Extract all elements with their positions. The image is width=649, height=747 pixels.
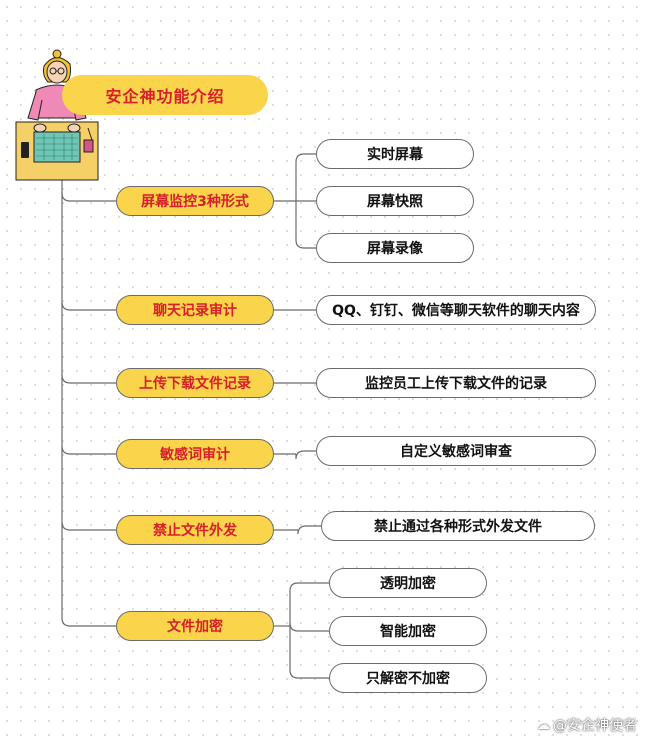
trunk-connector-3 xyxy=(61,445,116,455)
trunk-connector-4 xyxy=(61,521,116,531)
branch-block-file-outgoing[interactable]: 禁止文件外发 xyxy=(116,515,274,545)
chat-bubble-icon: ☁ xyxy=(537,717,550,733)
person-at-laptop-icon xyxy=(15,49,99,181)
leaf-decrypt-only[interactable]: 只解密不加密 xyxy=(329,663,487,693)
leaf-realtime-screen[interactable]: 实时屏幕 xyxy=(316,139,474,169)
leaf-connector-5-0 xyxy=(289,582,329,626)
leaf-connector-0-2 xyxy=(295,201,316,249)
leaf-screen-recording[interactable]: 屏幕录像 xyxy=(316,233,474,263)
leaf-custom-sensitive-words[interactable]: 自定义敏感词审查 xyxy=(316,436,596,466)
leaf-chat-content[interactable]: QQ、钉钉、微信等聊天软件的聊天内容 xyxy=(316,295,596,325)
branch-file-encryption[interactable]: 文件加密 xyxy=(116,611,274,641)
leaf-transfer-records[interactable]: 监控员工上传下载文件的记录 xyxy=(316,368,596,398)
trunk-connector-2 xyxy=(61,374,116,384)
branch-screen-monitoring[interactable]: 屏幕监控3种形式 xyxy=(116,186,274,216)
branch-file-transfer-log[interactable]: 上传下载文件记录 xyxy=(116,368,274,398)
trunk-connector-0 xyxy=(61,192,116,202)
branch-sensitive-word-audit[interactable]: 敏感词审计 xyxy=(116,439,274,469)
leaf-block-outgoing[interactable]: 禁止通过各种形式外发文件 xyxy=(321,511,595,541)
leaf-connector-5-1 xyxy=(289,622,329,632)
trunk-connector-1 xyxy=(61,301,116,311)
watermark-text: @安企神使者 xyxy=(553,718,637,734)
leaf-connector-0-0 xyxy=(295,153,316,201)
root-topic[interactable]: 安企神功能介绍 xyxy=(62,75,268,115)
leaf-connector-4-0 xyxy=(297,525,321,535)
branch-chat-audit[interactable]: 聊天记录审计 xyxy=(116,295,274,325)
leaf-screen-snapshot[interactable]: 屏幕快照 xyxy=(316,186,474,216)
leaf-connector-3-0 xyxy=(295,450,316,460)
leaf-connector-5-2 xyxy=(289,626,329,679)
leaf-transparent-encryption[interactable]: 透明加密 xyxy=(329,568,487,598)
leaf-smart-encryption[interactable]: 智能加密 xyxy=(329,616,487,646)
trunk-connector-5 xyxy=(61,617,116,627)
watermark: ☁ @安企神使者 xyxy=(537,715,637,735)
